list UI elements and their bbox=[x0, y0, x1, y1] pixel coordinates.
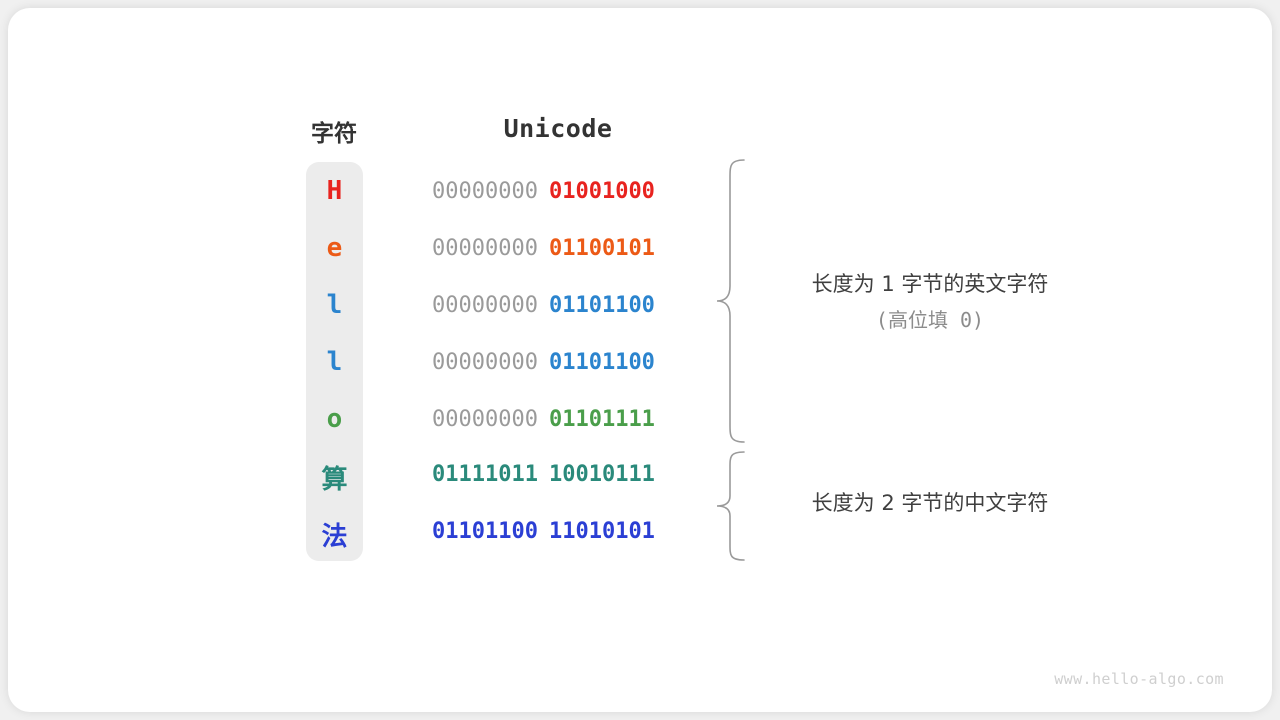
annotation-one-byte-sub: (高位填 0) bbox=[875, 308, 985, 332]
low-byte: 01101100 bbox=[548, 350, 655, 375]
watermark-url: www.hello-algo.com bbox=[1054, 670, 1224, 688]
high-byte: 01111011 bbox=[432, 462, 538, 487]
low-byte: 01100101 bbox=[548, 236, 655, 261]
high-byte: 00000000 bbox=[432, 407, 538, 432]
low-byte: 01001000 bbox=[548, 179, 655, 204]
annotation-two-byte: 长度为 2 字节的中文字符 bbox=[760, 485, 1100, 521]
column-header-unicode: Unicode bbox=[503, 114, 613, 143]
character-cell: l bbox=[326, 347, 343, 377]
low-byte: 01101100 bbox=[548, 293, 655, 318]
figure-card bbox=[8, 8, 1272, 712]
high-byte: 01101100 bbox=[432, 519, 538, 544]
character-cell: 算 bbox=[321, 465, 348, 495]
high-byte: 00000000 bbox=[432, 179, 538, 204]
character-cell: H bbox=[326, 176, 343, 206]
unicode-binary-row: 00000000 01101111 bbox=[432, 407, 688, 432]
high-byte: 00000000 bbox=[432, 236, 538, 261]
column-header-character: 字符 bbox=[311, 121, 357, 147]
low-byte: 01101111 bbox=[548, 407, 655, 432]
annotation-one-byte-main: 长度为 1 字节的英文字符 bbox=[811, 272, 1049, 296]
unicode-binary-row: 01101100 11010101 bbox=[432, 519, 688, 544]
brace-one-byte bbox=[716, 159, 745, 443]
annotation-one-byte: 长度为 1 字节的英文字符 (高位填 0) bbox=[760, 266, 1100, 338]
brace-two-byte bbox=[716, 451, 745, 561]
character-cell: o bbox=[326, 404, 343, 434]
annotation-two-byte-main: 长度为 2 字节的中文字符 bbox=[811, 491, 1049, 515]
high-byte: 00000000 bbox=[432, 350, 538, 375]
low-byte: 10010111 bbox=[548, 462, 655, 487]
unicode-binary-row: 00000000 01100101 bbox=[432, 236, 688, 261]
high-byte: 00000000 bbox=[432, 293, 538, 318]
unicode-binary-row: 01111011 10010111 bbox=[432, 462, 688, 487]
low-byte: 11010101 bbox=[548, 519, 655, 544]
unicode-binary-row: 00000000 01101100 bbox=[432, 350, 688, 375]
unicode-binary-row: 00000000 01101100 bbox=[432, 293, 688, 318]
character-cell: l bbox=[326, 290, 343, 320]
character-column bbox=[306, 162, 363, 561]
character-cell: 法 bbox=[321, 522, 348, 552]
character-cell: e bbox=[326, 233, 343, 263]
unicode-binary-row: 00000000 01001000 bbox=[432, 179, 688, 204]
